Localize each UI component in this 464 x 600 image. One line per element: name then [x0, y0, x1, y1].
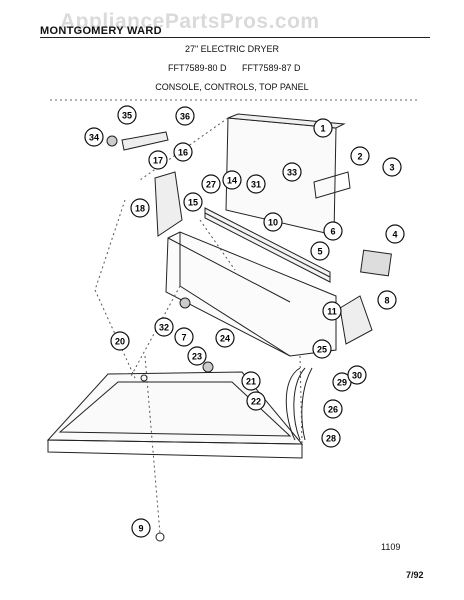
- callout-15: 15: [183, 192, 203, 212]
- callout-6: 6: [323, 221, 343, 241]
- callout-number: 5: [317, 247, 322, 257]
- callout-number: 11: [327, 307, 337, 317]
- callout-number: 28: [326, 434, 336, 444]
- wire-harness: [285, 367, 313, 441]
- callout-25: 25: [312, 339, 332, 359]
- top-bracket: [121, 131, 169, 151]
- callout-number: 6: [330, 227, 335, 237]
- callout-3: 3: [382, 157, 402, 177]
- callout-number: 9: [138, 524, 143, 534]
- callout-number: 7: [181, 333, 186, 343]
- callout-number: 15: [188, 198, 198, 208]
- callout-number: 22: [251, 397, 261, 407]
- callout-32: 32: [154, 317, 174, 337]
- callout-number: 25: [317, 345, 327, 355]
- top-panel: [46, 371, 304, 445]
- diagram-code: 1109: [381, 542, 401, 552]
- brand-header: MONTGOMERY WARD: [40, 25, 162, 37]
- callout-number: 34: [89, 133, 99, 143]
- model-number-1: FFT7589-80 D: [168, 63, 227, 73]
- panel-bracket: [313, 171, 351, 199]
- callout-number: 31: [251, 180, 261, 190]
- callout-number: 24: [220, 334, 230, 344]
- callout-36: 36: [175, 106, 195, 126]
- callout-18: 18: [130, 198, 150, 218]
- callout-17: 17: [148, 150, 168, 170]
- left-bracket: [154, 171, 183, 237]
- callout-16: 16: [173, 142, 193, 162]
- page-date: 7/92: [406, 570, 424, 580]
- callout-number: 10: [268, 218, 278, 228]
- callout-number: 2: [357, 152, 362, 162]
- callout-number: 14: [227, 176, 237, 186]
- callout-26: 26: [323, 399, 343, 419]
- callout-8: 8: [377, 290, 397, 310]
- callout-30: 30: [347, 365, 367, 385]
- callout-27: 27: [201, 174, 221, 194]
- callout-number: 3: [389, 163, 394, 173]
- section-title: CONSOLE, CONTROLS, TOP PANEL: [155, 82, 309, 92]
- callout-33: 33: [282, 162, 302, 182]
- callout-number: 18: [135, 204, 145, 214]
- callout-number: 26: [328, 405, 338, 415]
- callout-4: 4: [385, 224, 405, 244]
- callout-31: 31: [246, 174, 266, 194]
- callout-9: 9: [131, 518, 151, 538]
- callout-14: 14: [222, 170, 242, 190]
- timer: [360, 249, 392, 277]
- callout-number: 17: [153, 156, 163, 166]
- callout-7: 7: [174, 327, 194, 347]
- callout-11: 11: [322, 301, 342, 321]
- callout-number: 1: [320, 124, 325, 134]
- header-rule: [40, 37, 430, 38]
- callout-5: 5: [310, 241, 330, 261]
- callout-number: 23: [192, 352, 202, 362]
- callout-28: 28: [321, 428, 341, 448]
- callout-number: 33: [287, 168, 297, 178]
- callout-10: 10: [263, 212, 283, 232]
- callout-21: 21: [241, 371, 261, 391]
- product-title: 27" ELECTRIC DRYER: [184, 44, 280, 54]
- callout-number: 21: [246, 377, 256, 387]
- model-number-2: FFT7589-87 D: [242, 63, 301, 73]
- callout-number: 16: [178, 148, 188, 158]
- callout-number: 29: [337, 378, 347, 388]
- callout-1: 1: [313, 118, 333, 138]
- callout-number: 30: [352, 371, 362, 381]
- callout-number: 36: [180, 112, 190, 122]
- callout-23: 23: [187, 346, 207, 366]
- callout-35: 35: [117, 105, 137, 125]
- callout-number: 20: [115, 337, 125, 347]
- callout-2: 2: [350, 146, 370, 166]
- callout-number: 32: [159, 323, 169, 333]
- callout-number: 4: [392, 230, 397, 240]
- callout-20: 20: [110, 331, 130, 351]
- callout-24: 24: [215, 328, 235, 348]
- callout-22: 22: [246, 391, 266, 411]
- callout-number: 8: [384, 296, 389, 306]
- callout-number: 27: [206, 180, 216, 190]
- callout-number: 35: [122, 111, 132, 121]
- callout-34: 34: [84, 127, 104, 147]
- console-end-cap: [339, 295, 373, 345]
- watermark: AppliancePartsPros.com: [60, 10, 320, 33]
